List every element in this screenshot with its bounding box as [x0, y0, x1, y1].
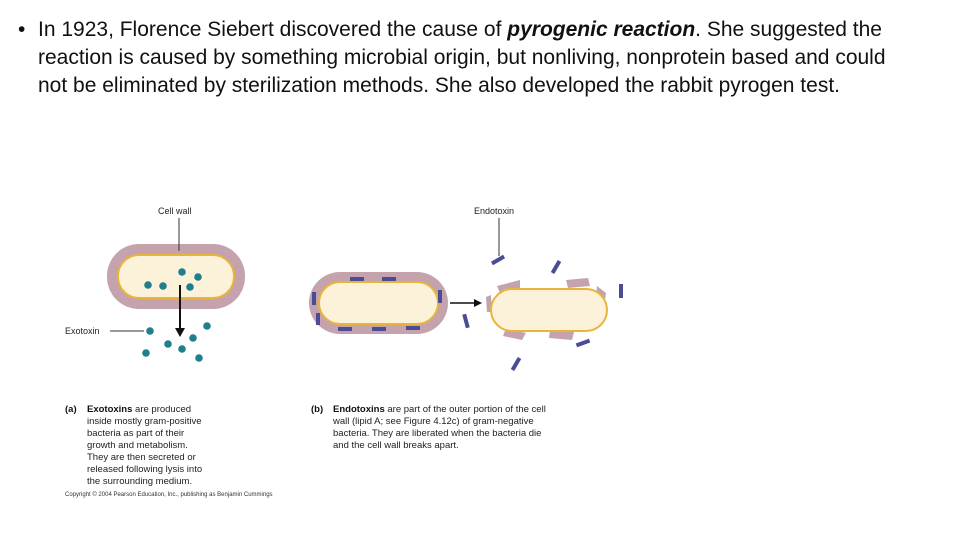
caption-b-line-4: and the cell wall breaks apart.	[333, 440, 459, 451]
cell-wall-label: Cell wall	[158, 206, 192, 216]
endotoxin-bar	[490, 254, 506, 266]
exotoxin-dot	[195, 354, 203, 362]
exotoxin-dot	[189, 334, 197, 342]
caption-b-line-3: bacteria. They are liberated when the ba…	[333, 428, 541, 439]
endotoxin-bar	[550, 259, 562, 275]
exotoxin-dot	[146, 327, 154, 335]
lysis-arrowhead	[474, 299, 482, 307]
cell-body-b-lysed	[490, 288, 608, 332]
wall-fragment	[497, 280, 520, 293]
caption-b-letter: (b)	[311, 404, 323, 415]
caption-b: (b) Endotoxins are part of the outer por…	[311, 404, 546, 451]
endotoxin-bar	[372, 327, 386, 331]
cell-body-a	[117, 254, 235, 299]
caption-a-line-2: inside mostly gram-positive	[87, 416, 202, 427]
endotoxin-bar	[619, 284, 623, 298]
endotoxin-bar	[316, 313, 320, 325]
wall-fragment	[566, 278, 590, 288]
caption-b-text: are part of the outer portion of the cel…	[385, 404, 546, 415]
exotoxin-dot	[178, 345, 186, 353]
exotoxin-dot	[159, 282, 167, 290]
caption-a-term: Exotoxins	[87, 404, 132, 415]
endotoxin-bar	[462, 313, 470, 329]
wall-fragment	[549, 330, 574, 340]
endotoxin-bar	[575, 338, 591, 348]
cell-body-b-intact	[318, 281, 439, 325]
endotoxin-bar	[350, 277, 364, 281]
panel-a: Cell wall Exotoxin	[65, 206, 245, 362]
bullet-point: • In 1923, Florence Siebert discovered t…	[18, 16, 918, 100]
bullet-text-start: In 1923, Florence Siebert discovered the…	[38, 18, 508, 41]
exotoxin-dot	[178, 268, 186, 276]
bullet-symbol: •	[18, 18, 26, 41]
secretion-arrowhead	[175, 328, 185, 337]
endotoxin-bar	[406, 326, 420, 330]
caption-a-line-5: They are then secreted or	[87, 452, 196, 463]
endotoxin-bar	[338, 327, 352, 331]
endotoxin-label: Endotoxin	[474, 206, 514, 216]
endotoxin-bar	[510, 356, 522, 372]
copyright-notice: Copyright © 2004 Pearson Education, Inc.…	[65, 491, 273, 498]
exotoxin-dot	[142, 349, 150, 357]
caption-a-line-3: bacteria as part of their	[87, 428, 184, 439]
exotoxin-dot	[194, 273, 202, 281]
emphasis-term: pyrogenic reaction	[507, 18, 696, 41]
caption-b-line-2: wall (lipid A; see Figure 4.12c) of gram…	[332, 416, 534, 427]
exotoxin-dot	[144, 281, 152, 289]
caption-a-line-6: released following lysis into	[87, 464, 202, 475]
caption-a: (a) Exotoxins are produced inside mostly…	[65, 404, 202, 487]
caption-a-line-4: growth and metabolism.	[87, 440, 188, 451]
bullet-text-end: . She suggested the reaction is caused b…	[38, 18, 886, 97]
caption-a-text: are produced	[132, 404, 191, 415]
caption-b-term: Endotoxins	[333, 404, 385, 415]
panel-b: Endotoxin	[309, 206, 623, 372]
exotoxin-dot	[164, 340, 172, 348]
bullet-text: In 1923, Florence Siebert discovered the…	[38, 16, 918, 100]
exotoxin-label: Exotoxin	[65, 326, 100, 336]
caption-a-line-1: Exotoxins are produced	[87, 404, 191, 415]
caption-b-line-1: Endotoxins are part of the outer portion…	[333, 404, 546, 415]
endotoxin-bar	[382, 277, 396, 281]
caption-a-line-7: the surrounding medium.	[87, 476, 192, 487]
exotoxin-dot	[186, 283, 194, 291]
endotoxin-bar	[312, 292, 316, 305]
endotoxin-bar	[438, 290, 442, 303]
exotoxin-dot	[203, 322, 211, 330]
caption-a-letter: (a)	[65, 404, 77, 415]
